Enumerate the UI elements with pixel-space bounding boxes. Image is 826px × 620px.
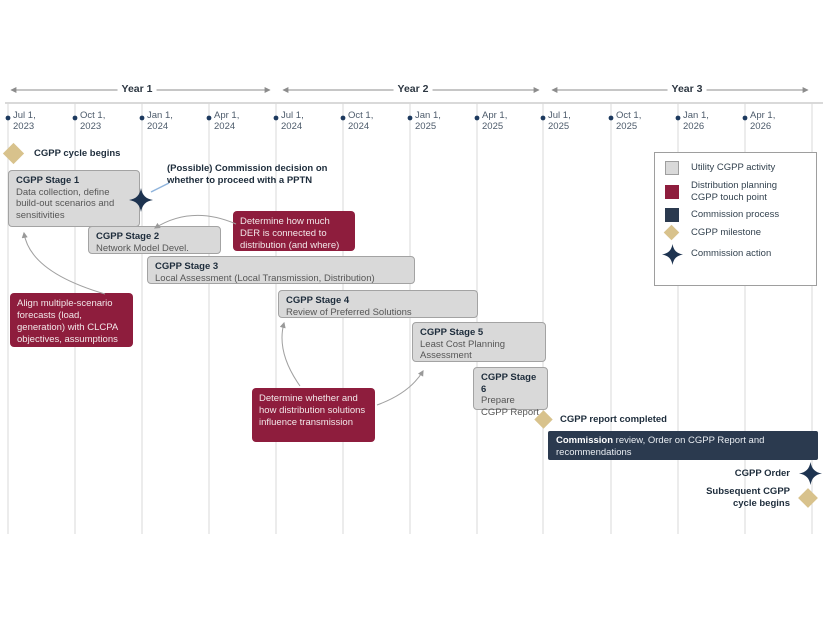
report-completed-label: CGPP report completed (560, 414, 667, 425)
cgpp-order-label: CGPP Order (734, 468, 790, 479)
tick-month: Jan 1, (147, 110, 173, 121)
tick-date: Apr 1,2024 (214, 110, 258, 132)
tick-date: Jul 1,2025 (548, 110, 592, 132)
tick-year: 2025 (482, 121, 504, 132)
legend-label: Distribution planning CGPP touch point (691, 180, 778, 203)
milestone-diamond-subsequent-cycle (798, 488, 818, 508)
touch-point-align-box: Align multiple-scenario forecasts (load,… (10, 293, 133, 347)
tick-year: 2025 (415, 121, 437, 132)
tick-year: 2023 (13, 121, 35, 132)
arrow-distribution-to-stage5 (376, 369, 424, 406)
gray-square-icon (665, 161, 691, 175)
legend-item-commission-process: Commission process (665, 208, 816, 222)
tick-month: Oct 1, (80, 110, 106, 121)
legend-item-milestone: CGPP milestone (663, 224, 816, 241)
stage-2-body: Network Model Devel. (96, 242, 189, 254)
year-2-label: Year 2 (393, 83, 433, 95)
tick-month: Jan 1, (683, 110, 709, 121)
year-3-label: Year 3 (667, 83, 707, 95)
tick-month: Jul 1, (13, 110, 36, 121)
legend-label: Commission action (691, 248, 772, 260)
stage-3-box: CGPP Stage 3 Local Assessment (Local Tra… (147, 256, 415, 284)
legend-label: Utility CGPP activity (691, 162, 776, 174)
tick-year: 2025 (616, 121, 638, 132)
cycle-begins-label: CGPP cycle begins (34, 148, 121, 159)
tick-date: Jan 1,2025 (415, 110, 459, 132)
tick-date: Jul 1,2024 (281, 110, 325, 132)
tick-month: Jul 1, (548, 110, 571, 121)
commission-review-bold: Commission (556, 435, 614, 446)
year-1-label: Year 1 (117, 83, 157, 95)
legend-label: Commission process (691, 209, 780, 221)
stage-2-title: CGPP Stage 2 (96, 231, 160, 242)
tick-month: Oct 1, (348, 110, 374, 121)
tick-date: Jan 1,2024 (147, 110, 191, 132)
commission-action-star-order (799, 462, 822, 485)
stage-1-body: Data collection, define build-out scenar… (16, 186, 115, 221)
navy-square-icon (665, 208, 691, 222)
tick-year: 2024 (214, 121, 236, 132)
tick-month: Apr 1, (750, 110, 776, 121)
legend: Utility CGPP activity Distribution plann… (654, 152, 817, 286)
stage-5-body: Least Cost Planning Assessment (420, 338, 506, 362)
stage-2-box: CGPP Stage 2 Network Model Devel. (88, 226, 221, 254)
tick-month: Jul 1, (281, 110, 304, 121)
tick-month: Jan 1, (415, 110, 441, 121)
navy-star-icon (660, 243, 691, 265)
stage-3-title: CGPP Stage 3 (155, 261, 219, 272)
legend-label: CGPP milestone (691, 227, 762, 238)
stage-5-box: CGPP Stage 5 Least Cost Planning Assessm… (412, 322, 546, 362)
tick-year: 2026 (750, 121, 772, 132)
tick-year: 2024 (147, 121, 169, 132)
tick-date: Oct 1,2024 (348, 110, 392, 132)
stage-5-title: CGPP Stage 5 (420, 327, 484, 338)
touch-point-distribution-box: Determine whether and how distribution s… (252, 388, 375, 442)
legend-item-commission-action: Commission action (660, 243, 816, 265)
commission-review-rest: review, Order on CGPP Report and recomme… (556, 435, 765, 458)
stage-4-body: Review of Preferred Solutions (286, 306, 412, 318)
stage-1-box: CGPP Stage 1 Data collection, define bui… (8, 170, 140, 227)
commission-review-box: Commission review, Order on CGPP Report … (548, 431, 818, 460)
milestone-diamond-cycle-begins (2, 142, 25, 165)
tick-month: Apr 1, (214, 110, 240, 121)
stage-6-box: CGPP Stage 6 Prepare CGPP Report (473, 367, 548, 418)
tick-date: Oct 1,2023 (80, 110, 124, 132)
tick-year: 2024 (281, 121, 303, 132)
tick-date: Jul 1,2023 (13, 110, 57, 132)
tick-year: 2026 (683, 121, 705, 132)
stage-1-title: CGPP Stage 1 (16, 175, 80, 186)
subsequent-cycle-label: Subsequent CGPP cycle begins (706, 486, 790, 509)
tick-date: Jan 1,2026 (683, 110, 727, 132)
tick-date: Apr 1,2026 (750, 110, 794, 132)
stage-4-title: CGPP Stage 4 (286, 295, 350, 306)
tick-year: 2025 (548, 121, 570, 132)
arrow-distribution-to-stage4 (279, 321, 301, 387)
tick-year: 2024 (348, 121, 370, 132)
tan-diamond-icon (663, 224, 691, 241)
commission-decision-note: (Possible) Commission decision on whethe… (167, 163, 328, 186)
touch-point-der-box: Determine how much DER is connected to d… (233, 211, 355, 251)
tick-year: 2023 (80, 121, 102, 132)
tick-date: Oct 1,2025 (616, 110, 660, 132)
red-square-icon (665, 184, 691, 199)
tick-date: Apr 1,2025 (482, 110, 526, 132)
stage-6-title: CGPP Stage 6 (481, 372, 537, 395)
legend-item-touch-point: Distribution planning CGPP touch point (665, 180, 816, 203)
stage-4-box: CGPP Stage 4 Review of Preferred Solutio… (278, 290, 478, 318)
legend-item-utility-activity: Utility CGPP activity (665, 161, 816, 175)
stage-3-body: Local Assessment (Local Transmission, Di… (155, 272, 375, 284)
commission-action-star-pptn (129, 188, 153, 212)
tick-month: Apr 1, (482, 110, 508, 121)
tick-month: Oct 1, (616, 110, 642, 121)
stage-6-body: Prepare CGPP Report (481, 395, 539, 418)
